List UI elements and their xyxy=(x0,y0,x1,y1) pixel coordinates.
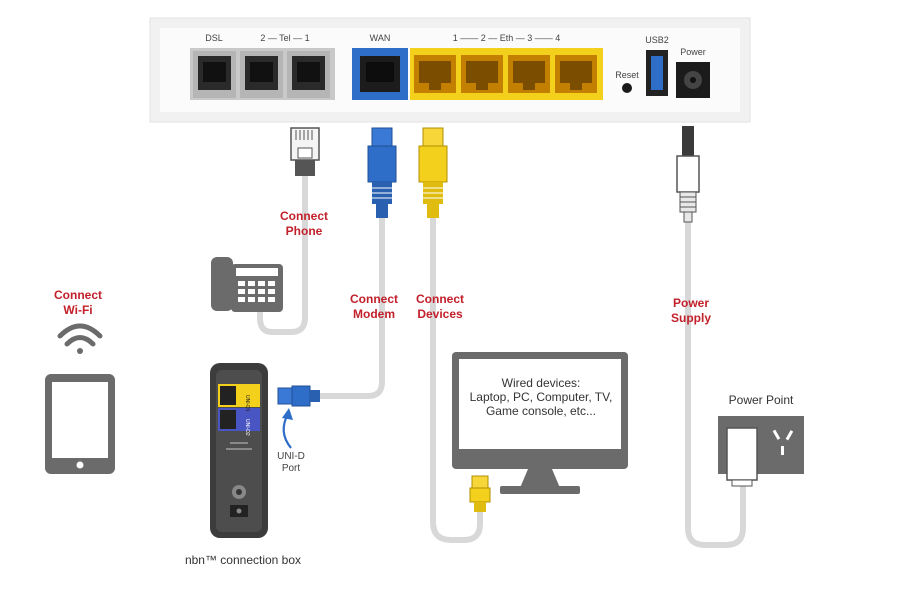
phone-cable xyxy=(257,173,308,335)
eth-label: 1 —— 2 — Eth — 3 —— 4 xyxy=(452,33,561,43)
eth-ports xyxy=(410,48,603,100)
dsl-label: DSL xyxy=(205,33,223,43)
eth-port-2 xyxy=(461,55,503,93)
arrow-head-icon xyxy=(282,408,293,420)
power-cable xyxy=(685,219,746,548)
usb-port xyxy=(646,50,668,96)
phone-plug-icon xyxy=(290,127,320,176)
power-plug-icon xyxy=(676,126,700,223)
power-label: Power xyxy=(680,47,706,57)
power-point-label: Power Point xyxy=(728,393,794,407)
wan-port xyxy=(352,48,408,100)
tel-port-2 xyxy=(240,51,283,98)
dsl-port xyxy=(193,51,236,98)
monitor-text: Wired devices: Laptop, PC, Computer, TV,… xyxy=(469,376,613,418)
nbn-port2-label: UNI-D2 xyxy=(244,419,250,436)
power-jack xyxy=(676,62,710,98)
eth-port-4 xyxy=(555,55,597,93)
modem-cable xyxy=(315,215,385,399)
usb-label: USB2 xyxy=(645,35,669,45)
reset-button xyxy=(622,83,632,93)
nbn-box-icon xyxy=(210,363,268,538)
power-point-icon xyxy=(718,416,804,487)
desk-phone-icon xyxy=(211,257,283,312)
nbn-wan-plug-icon xyxy=(277,385,320,407)
cables xyxy=(257,173,746,548)
devices-cable xyxy=(430,215,483,543)
eth-port-1 xyxy=(414,55,456,93)
tablet-icon xyxy=(45,374,115,474)
nbn-box-label: nbn™ connection box xyxy=(184,553,302,567)
wan-plug-icon xyxy=(367,127,397,218)
wifi-icon xyxy=(57,323,103,354)
monitor-eth-plug-icon xyxy=(469,475,491,512)
eth-port-3 xyxy=(508,55,550,93)
tel-label: 2 — Tel — 1 xyxy=(260,33,310,43)
nbn-port1-label: UNI-D1 xyxy=(244,395,250,412)
eth-plug-icon xyxy=(418,127,448,218)
monitor-icon xyxy=(452,352,628,494)
wan-label: WAN xyxy=(369,33,391,43)
reset-label: Reset xyxy=(615,70,639,80)
tel-port-1 xyxy=(287,51,330,98)
